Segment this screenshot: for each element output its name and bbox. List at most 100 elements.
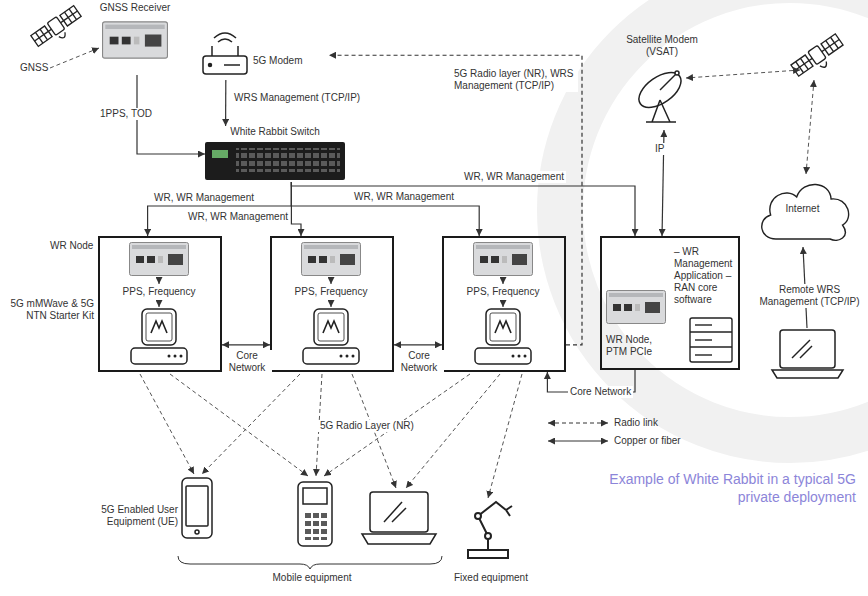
pos-terminal-icon [298, 482, 332, 546]
connector-label: Core Network [394, 350, 444, 374]
router-icon [214, 33, 236, 38]
connector-label: 1PPS, TOD [98, 108, 154, 120]
router-icon [237, 46, 239, 56]
satellite-link [686, 70, 814, 174]
router-icon [224, 64, 240, 66]
node-text: – WR Management Application – RAN core s… [674, 246, 736, 306]
server-icon [695, 324, 712, 325]
gnss-receiver: GNSS Receiver [95, 0, 179, 75]
laptop-icon [772, 370, 843, 378]
pos-terminal-icon [303, 488, 327, 504]
switch-device [236, 148, 340, 172]
wr-node-box: PPS, Frequency [270, 236, 394, 372]
wr-node-device [607, 291, 666, 324]
phone-icon [182, 478, 212, 538]
switch-device [205, 142, 345, 180]
server-icon [695, 339, 712, 340]
node-text: PPS, Frequency [444, 286, 562, 298]
wr-node-device [130, 243, 666, 324]
pos-terminal-icon [303, 510, 327, 540]
connector-label: WRS Management (TCP/IP) [232, 92, 362, 104]
wr-node-device [474, 243, 533, 276]
part-name: 5G mMWave & 5G NTN Starter Kit [4, 298, 96, 322]
connector [291, 182, 301, 236]
connector-label: Core Network [222, 350, 272, 374]
laptop-icon [800, 346, 812, 358]
server-icon [695, 354, 712, 355]
ran-core-box: – WR Management Application – RAN core s… [600, 236, 740, 370]
connector [148, 182, 292, 236]
signal-name: GNSS [18, 62, 50, 74]
node-text: PPS, Frequency [100, 286, 218, 298]
group-bracket [178, 556, 442, 569]
node-text: Satellite Modem (VSAT) [612, 34, 712, 58]
dish-icon [633, 66, 687, 115]
radio-link [140, 374, 194, 474]
connector-label: WR, WR Management [462, 171, 566, 183]
connector-label: IP [653, 143, 666, 155]
router-icon [209, 64, 212, 67]
radio-link [170, 374, 308, 476]
part-name: WR Node [48, 240, 95, 252]
wr-node-box: PPS, Frequency [98, 236, 222, 372]
switch-device [205, 142, 345, 180]
leader-arrow [503, 300, 504, 307]
satellite-icon [790, 33, 847, 82]
connector [329, 55, 582, 345]
router-icon [211, 46, 213, 56]
router-icon [203, 33, 247, 74]
radio-link [406, 374, 500, 488]
connector [291, 182, 635, 236]
caption: Example of White Rabbit in a typical 5G … [598, 470, 856, 506]
legend-text: Copper or fiber [614, 435, 681, 447]
leader-arrow [159, 300, 160, 307]
legend: Radio linkCopper or fiber [546, 414, 681, 450]
group-label: Mobile equipment [250, 572, 374, 584]
connector-label: WR, WR Management [152, 192, 256, 204]
robot-arm-icon [478, 502, 506, 550]
node-text: WR Node, PTM PCIe [606, 334, 674, 358]
satellite-icon [30, 5, 85, 53]
leader-arrow [503, 277, 504, 284]
robot-arm-icon [468, 550, 508, 558]
server-icon [690, 346, 732, 347]
robot-arm-icon [506, 506, 512, 516]
node-text: GNSS Receiver [95, 2, 175, 14]
group-label: Fixed equipment [452, 572, 530, 584]
radio-link [202, 374, 300, 474]
leader-arrow [331, 277, 332, 284]
server-icon [690, 318, 732, 362]
switch-device [212, 150, 228, 158]
legend-row: Copper or fiber [546, 432, 681, 450]
dish-icon [633, 66, 687, 122]
leader-arrow [159, 277, 503, 307]
connector-label: 5G Radio layer (NR), WRS Management (TCP… [452, 68, 578, 92]
node-text: 5G Modem [253, 55, 325, 67]
starter-kit-icon [131, 309, 531, 364]
starter-kit-icon [475, 309, 531, 364]
robot-arm-icon [485, 533, 491, 539]
leader-arrow [159, 277, 160, 284]
legend-sample [548, 441, 608, 442]
laptop-icon [772, 330, 843, 378]
router-icon [218, 39, 232, 42]
wr-switch: White Rabbit Switch [205, 126, 349, 182]
pos-terminal-icon [298, 482, 332, 546]
legend-row: Radio link [546, 414, 681, 432]
satellite-link [806, 80, 814, 174]
internet-cloud: Internet [755, 175, 854, 245]
link-label: 5G Radio Layer (NR) [318, 420, 416, 432]
connector [291, 182, 479, 236]
legend-sample [546, 418, 610, 428]
laptop-icon [780, 330, 835, 368]
connector [225, 80, 226, 126]
gnss-device [103, 22, 168, 58]
watermark [560, 0, 868, 440]
starter-kit-icon [131, 309, 187, 364]
laptop-icon [384, 502, 402, 522]
starter-kit-icon [303, 309, 359, 364]
laptop-icon [792, 340, 810, 358]
laptop-icon [362, 492, 436, 544]
gnss-input [50, 48, 99, 68]
robot-arm-icon [468, 502, 512, 558]
